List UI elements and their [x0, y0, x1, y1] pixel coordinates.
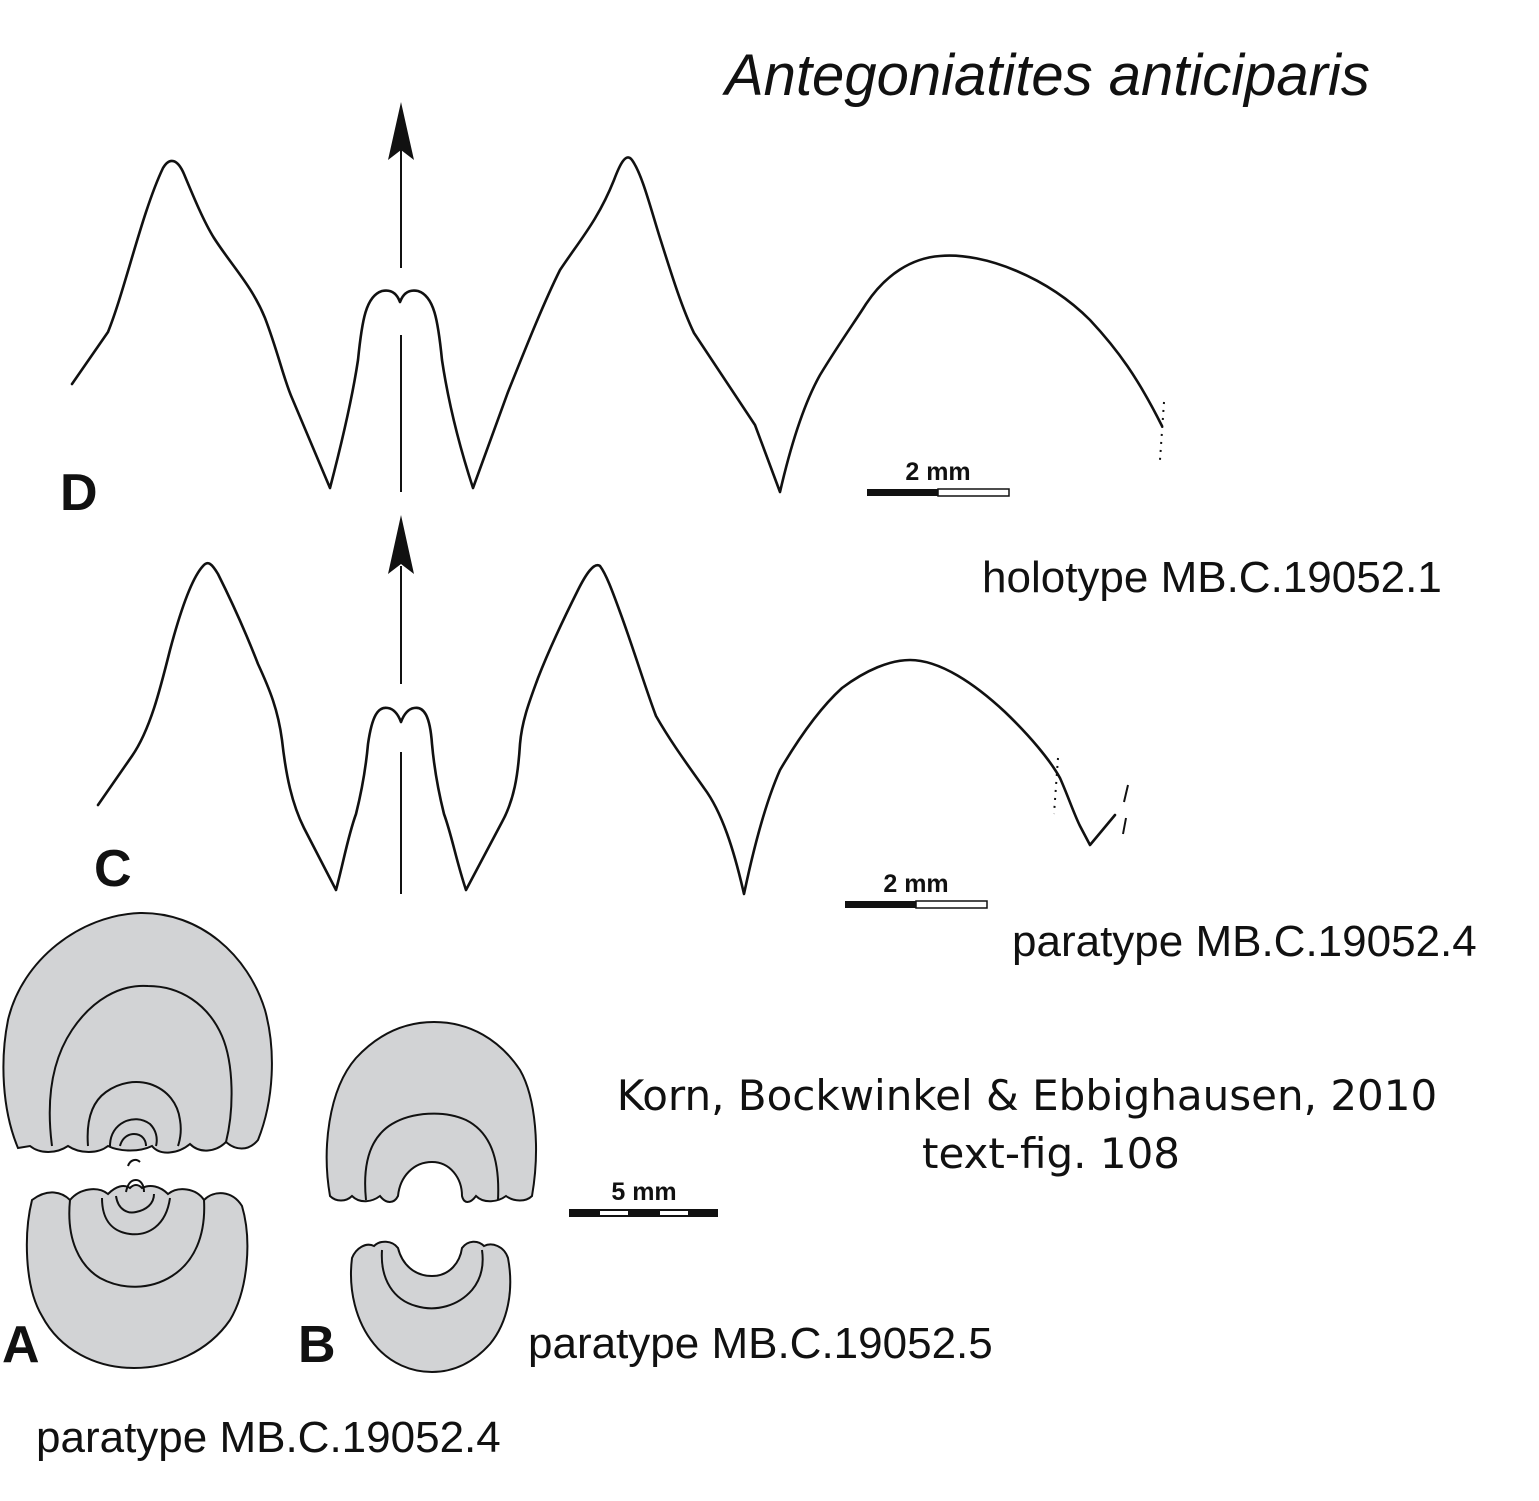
whorl-a6: [101, 1197, 171, 1236]
panel-b: B 5 mm paratype MB.C.19052.5: [298, 1020, 993, 1374]
caption-b: paratype MB.C.19052.5: [528, 1319, 993, 1368]
cross-section-b-lower: [350, 1240, 512, 1374]
cross-section-b-upper: [325, 1020, 537, 1203]
whorl-a3: [109, 1118, 158, 1147]
suture-line-c: [96, 561, 1117, 896]
scale-bar-d: 2 mm: [867, 458, 1010, 497]
caption-a: paratype MB.C.19052.4: [36, 1413, 501, 1462]
reference-figure: text-fig. 108: [922, 1129, 1180, 1178]
panel-a: A paratype MB.C.19052.4: [2, 911, 501, 1462]
whorl-a9: [127, 1158, 141, 1167]
scale-bar-b: 5 mm: [569, 1178, 718, 1217]
suture-end-dots-d: [1159, 401, 1165, 461]
scale-label-b: 5 mm: [611, 1178, 676, 1206]
whorl-a1: [48, 984, 233, 1147]
whorl-a5: [68, 1199, 206, 1288]
scale-bar-c: 2 mm: [845, 870, 988, 909]
panel-c: C 2 mm paratype MB.C.19052.4: [94, 515, 1477, 966]
panel-d: D 2 mm holotype MB.C.19052.1: [60, 102, 1442, 602]
species-title: Antegoniatites anticiparis: [722, 43, 1370, 108]
suture-tick-c1: [1123, 784, 1129, 803]
arrow-up-icon: [388, 515, 414, 574]
cross-section-a-upper: [2, 911, 273, 1154]
reference-authors: Korn, Bockwinkel & Ebbighausen, 2010: [617, 1071, 1437, 1120]
panel-letter-c: C: [94, 840, 132, 898]
caption-d: holotype MB.C.19052.1: [982, 553, 1442, 602]
cross-section-a-lower: [25, 1184, 249, 1370]
whorl-a4: [119, 1132, 147, 1147]
panel-letter-b: B: [298, 1316, 336, 1374]
panel-letter-a: A: [2, 1316, 40, 1374]
whorl-a2: [86, 1081, 182, 1147]
whorl-a7: [115, 1193, 155, 1214]
scale-label-c: 2 mm: [883, 870, 948, 898]
suture-line-d: [70, 156, 1164, 494]
panel-letter-d: D: [60, 464, 98, 522]
arrow-up-icon: [388, 102, 414, 160]
whorl-a8: [125, 1178, 145, 1193]
scale-label-d: 2 mm: [905, 458, 970, 486]
suture-end-dots-c1: [1053, 757, 1059, 815]
whorl-b2: [380, 1249, 484, 1310]
suture-tick-c2: [1122, 817, 1127, 835]
whorl-b1: [364, 1112, 500, 1201]
caption-c: paratype MB.C.19052.4: [1012, 917, 1477, 966]
